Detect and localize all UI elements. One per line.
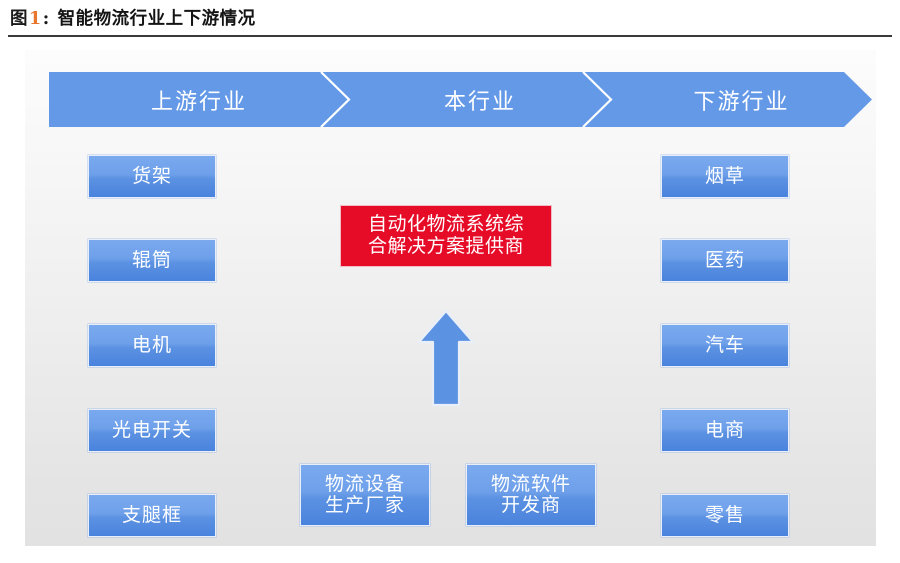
up-arrow-icon (417, 309, 475, 407)
downstream-node-2[interactable]: 医药 (661, 239, 789, 282)
banner-labels: 上游行业 本行业 下游行业 (49, 72, 872, 127)
banner-segment-industry[interactable]: 本行业 (443, 89, 516, 115)
downstream-node-1[interactable]: 烟草 (661, 155, 789, 198)
banner-segment-upstream[interactable]: 上游行业 (150, 89, 247, 115)
banner-segment-downstream[interactable]: 下游行业 (693, 89, 790, 115)
figure-title-text: 智能物流行业上下游情况 (57, 9, 256, 29)
value-chain-banner: 上游行业 本行业 下游行业 (49, 72, 872, 127)
upstream-node-1[interactable]: 货架 (88, 155, 216, 198)
page-title: 图1: 智能物流行业上下游情况 (10, 5, 256, 30)
diagram-panel: 上游行业 本行业 下游行业 货架 辊筒 电机 光电开关 支腿框 烟草 医药 汽车… (25, 50, 876, 546)
downstream-node-5[interactable]: 零售 (661, 494, 789, 537)
upstream-node-3[interactable]: 电机 (88, 324, 216, 367)
downstream-node-3[interactable]: 汽车 (661, 324, 789, 367)
figure-number: 1 (29, 9, 42, 29)
supplier-node-software[interactable]: 物流软件 开发商 (466, 464, 596, 526)
upstream-node-2[interactable]: 辊筒 (88, 239, 216, 282)
highlight-solution-provider[interactable]: 自动化物流系统综 合解决方案提供商 (340, 205, 552, 267)
banner-shape (49, 72, 872, 127)
title-divider (8, 35, 892, 37)
upstream-node-5[interactable]: 支腿框 (88, 494, 216, 537)
upstream-node-4[interactable]: 光电开关 (88, 409, 216, 452)
figure-label: 图 (10, 9, 28, 29)
figure-title-bar: 图1: 智能物流行业上下游情况 (0, 0, 900, 38)
downstream-node-4[interactable]: 电商 (661, 409, 789, 452)
supplier-node-equipment[interactable]: 物流设备 生产厂家 (300, 464, 430, 526)
figure-colon: : (42, 9, 50, 29)
